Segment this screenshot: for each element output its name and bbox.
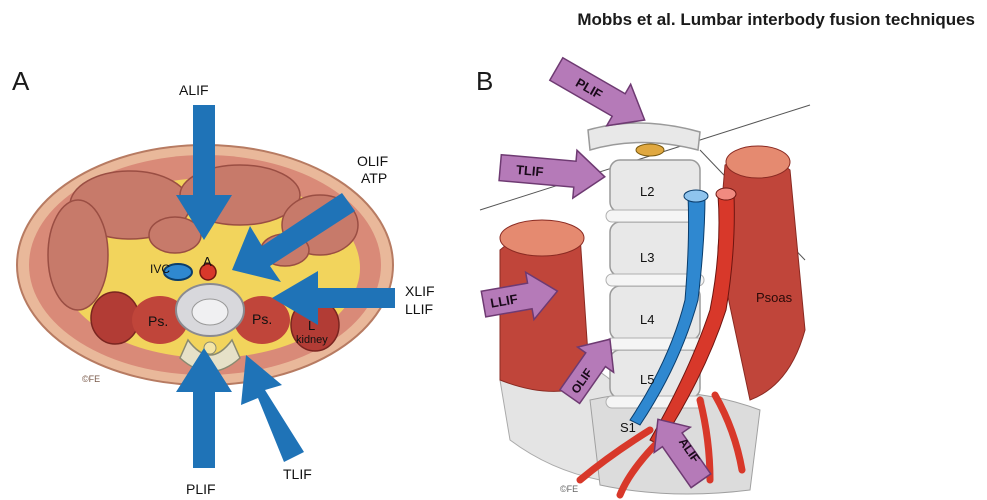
psoas-left-top (500, 220, 584, 256)
l5-label: L5 (640, 372, 654, 387)
llif-label-a: LLIF (405, 301, 433, 317)
xlif-label-a: XLIF (405, 283, 435, 299)
psoas-right-top (726, 146, 790, 178)
s1-label: S1 (620, 420, 636, 435)
aorta-label: A (203, 254, 212, 269)
spinal-cord-top (636, 144, 664, 156)
plif-label-a: PLIF (186, 481, 216, 497)
copyright-b: ©FE (560, 484, 578, 494)
disc-nucleus (192, 299, 228, 325)
psoas-left-label: Ps. (148, 313, 168, 329)
panel-a-axial-diagram: IVC A Ps. Ps. L kidney ©FE ALIF OLIF ATP… (0, 0, 460, 500)
tlif-label-a: TLIF (283, 466, 312, 482)
aorta-b-top (716, 188, 736, 200)
svg-text:TLIF: TLIF (515, 162, 544, 179)
psoas-right-label: Ps. (252, 311, 272, 327)
left-kidney (91, 292, 139, 344)
ivc-label: IVC (150, 262, 170, 276)
alif-label-a: ALIF (179, 82, 209, 98)
kidney-label: kidney (296, 334, 328, 346)
psoas-label-b: Psoas (756, 290, 793, 305)
ivc-b-top (684, 190, 708, 202)
olif-label-a: OLIF (357, 153, 388, 169)
l2-label: L2 (640, 184, 654, 199)
l4-label: L4 (640, 312, 654, 327)
panel-b-spine-diagram: L2 L3 L4 L5 S1 Psoas ©FE PLIF TLIF LLIF … (460, 0, 987, 500)
l3-label: L3 (640, 250, 654, 265)
atp-label-a: ATP (361, 170, 387, 186)
copyright-a: ©FE (82, 374, 100, 384)
tlif-arrow-b: TLIF (498, 144, 607, 201)
